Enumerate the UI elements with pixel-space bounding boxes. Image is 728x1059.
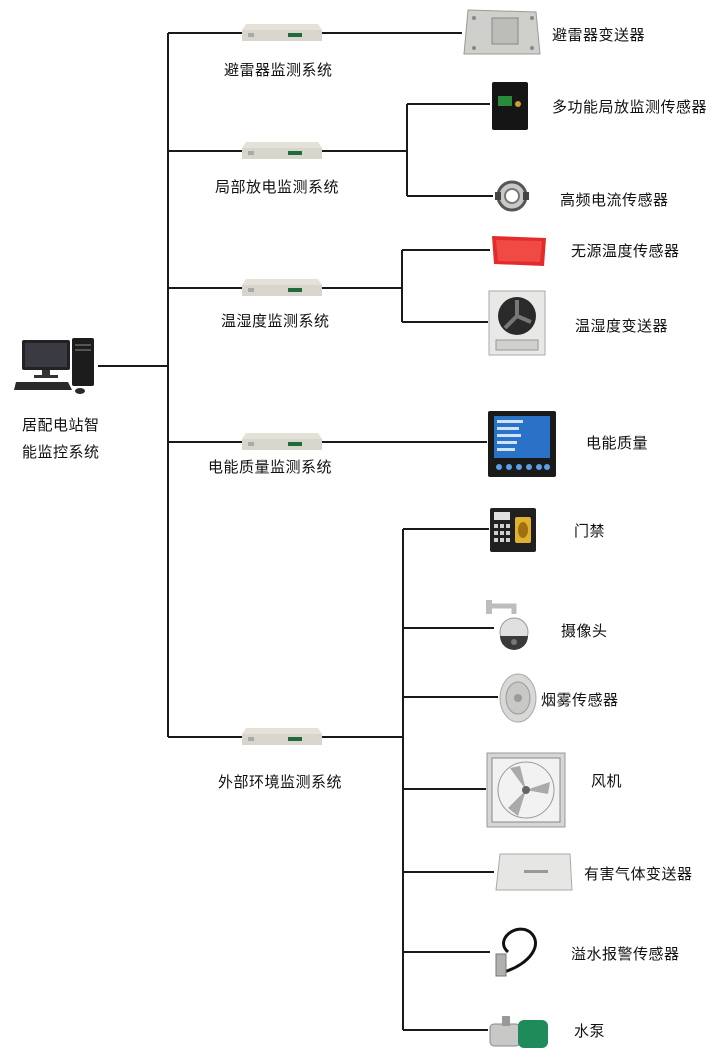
device-label: 门禁 <box>574 522 606 540</box>
gas-transmitter-icon <box>495 853 573 891</box>
device-label: 烟雾传感器 <box>541 691 619 709</box>
device-label: 电能质量 <box>586 434 649 452</box>
device-label: 摄像头 <box>561 622 608 640</box>
humidity-transmitter-icon <box>488 290 546 356</box>
access-control-icon <box>490 508 536 552</box>
subsystem-label: 电能质量监测系统 <box>208 458 333 476</box>
device-label: 溢水报警传感器 <box>571 945 680 963</box>
passive-temp-sensor-icon <box>492 236 546 266</box>
water-leak-sensor-icon <box>495 927 537 977</box>
subsystem-label: 避雷器监测系统 <box>224 61 333 79</box>
water-pump-icon <box>489 1016 548 1048</box>
camera-icon <box>486 600 529 650</box>
fan-icon <box>486 752 566 828</box>
device-label: 无源温度传感器 <box>571 242 680 260</box>
pd-sensor-icon <box>492 82 528 130</box>
device-label: 多功能局放监测传感器 <box>552 98 708 116</box>
root-label-line2: 能监控系统 <box>22 443 100 461</box>
hf-current-sensor-icon <box>495 180 529 212</box>
smoke-sensor-icon <box>499 673 537 723</box>
device-label: 避雷器变送器 <box>552 26 646 44</box>
device-label: 高频电流传感器 <box>560 191 669 209</box>
device-label: 温湿度变送器 <box>575 317 669 335</box>
device-label: 水泵 <box>574 1022 606 1040</box>
subsystem-label: 局部放电监测系统 <box>215 178 340 196</box>
device-label: 有害气体变送器 <box>584 865 693 883</box>
arrester-transmitter-icon <box>463 9 541 55</box>
device-label: 风机 <box>591 772 623 790</box>
root-label-line1: 居配电站智 <box>22 416 100 434</box>
subsystem-label: 外部环境监测系统 <box>218 773 343 791</box>
desktop-computer-icon <box>14 338 94 394</box>
rack-server-icon <box>242 142 322 159</box>
rack-server-icon <box>242 728 322 745</box>
rack-server-icon <box>242 24 322 41</box>
rack-server-icon <box>242 433 322 450</box>
subsystem-label: 温湿度监测系统 <box>221 312 330 330</box>
rack-server-icon <box>242 279 322 296</box>
power-quality-meter-icon <box>488 411 556 477</box>
